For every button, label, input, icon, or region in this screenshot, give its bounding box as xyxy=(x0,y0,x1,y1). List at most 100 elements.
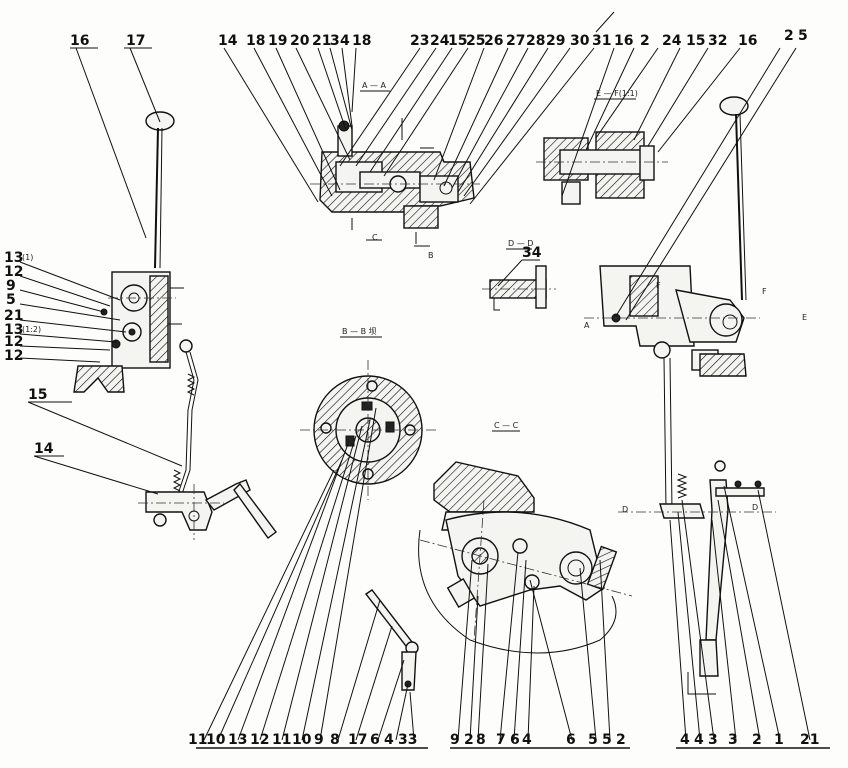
callout: 4 xyxy=(340,33,350,49)
callout: 13 xyxy=(228,732,247,748)
section-e-f xyxy=(536,131,668,205)
callout: 14 xyxy=(218,33,238,49)
left-spring xyxy=(186,373,196,396)
callout: 25 xyxy=(466,33,485,49)
callout: 26 xyxy=(484,33,503,49)
callouts-left: 16 17 13 (1) 12 9 5 21 13 (1:2) 12 12 15… xyxy=(4,33,145,457)
callout: 21 xyxy=(800,732,819,748)
callout: 9 xyxy=(314,732,324,748)
callout: 5 xyxy=(588,732,598,748)
callout: 2 xyxy=(464,732,474,748)
callout: 3 xyxy=(330,33,340,49)
view-letters: C B A F F E D D xyxy=(372,233,807,514)
callout: 8 xyxy=(330,732,340,748)
callout: 7 xyxy=(496,732,506,748)
callout: 12 xyxy=(4,348,23,364)
callout: 20 xyxy=(290,33,310,49)
callout: 16 xyxy=(738,33,757,49)
callout: 32 xyxy=(708,33,727,49)
cc-housing xyxy=(433,461,535,513)
callout: 30 xyxy=(570,33,590,49)
callout: 10 xyxy=(292,732,312,748)
section-title-c-c: C — C xyxy=(494,421,519,430)
callout: 5 xyxy=(798,28,808,44)
callout: 2 xyxy=(752,732,762,748)
callout: 31 xyxy=(592,33,611,49)
section-a-a xyxy=(310,118,480,247)
right-spring-housing xyxy=(699,353,747,377)
callouts-top: 14 18 19 20 21 3 4 18 23 24 15 25 26 27 … xyxy=(218,28,808,261)
callout: 12 xyxy=(250,732,269,748)
callout: 15 xyxy=(448,33,467,49)
callout-sub: (1) xyxy=(22,253,33,262)
callout: 6 xyxy=(510,732,520,748)
callout: 13 xyxy=(4,322,23,338)
callout: 4 xyxy=(384,732,394,748)
small-lever xyxy=(364,589,419,691)
callout: 14 xyxy=(34,441,54,457)
callout: 33 xyxy=(398,732,417,748)
left-lever-shaft xyxy=(154,127,159,269)
callout: 24 xyxy=(662,33,682,49)
callout: 19 xyxy=(268,33,287,49)
callout: 12 xyxy=(4,264,23,280)
callout: 2 xyxy=(784,28,794,44)
section-titles: A — A B — B 坝 C — C D — D E — F(1:1) xyxy=(340,81,638,432)
callout: 6 xyxy=(566,732,576,748)
callout: 2 xyxy=(640,33,650,49)
callout: 29 xyxy=(546,33,565,49)
callout: 27 xyxy=(506,33,525,49)
callout: 4 xyxy=(694,732,704,748)
callout: 9 xyxy=(450,732,460,748)
callout: 4 xyxy=(680,732,690,748)
callout: 16 xyxy=(70,33,89,49)
small-lever-arm xyxy=(364,589,414,647)
callouts-bottom: 11 10 13 12 11 10 9 8 17 6 4 33 9 2 8 7 … xyxy=(188,732,819,748)
callout: 21 xyxy=(312,33,331,49)
callout: 3 xyxy=(708,732,718,748)
section-title-b-b: B — B 坝 xyxy=(342,327,377,336)
callout: 2 xyxy=(616,732,626,748)
view-letter-f2: F xyxy=(762,287,767,296)
callout: 15 xyxy=(28,387,47,403)
callout: 11 xyxy=(272,732,291,748)
callout: 21 xyxy=(4,308,23,324)
callout: 16 xyxy=(614,33,633,49)
view-letter-d: D xyxy=(622,505,628,514)
callout: 10 xyxy=(206,732,226,748)
callout: 8 xyxy=(476,732,486,748)
callout: 1 xyxy=(774,732,784,748)
right-spring xyxy=(676,473,688,499)
callout: 17 xyxy=(126,33,145,49)
callout: 15 xyxy=(686,33,705,49)
callout: 23 xyxy=(410,33,429,49)
callout-sub: (1:2) xyxy=(22,325,41,334)
callout: 18 xyxy=(352,33,371,49)
view-letter-d2: D xyxy=(752,503,758,512)
left-lever-assembly xyxy=(73,111,277,540)
left-foot-bracket xyxy=(73,365,125,393)
view-letter-a: A xyxy=(584,321,590,330)
leader-lines xyxy=(19,11,830,749)
view-letter-e: E xyxy=(802,313,807,322)
view-letter-f: F xyxy=(656,281,661,290)
view-letter-c: C xyxy=(372,233,378,242)
view-letter-b: B xyxy=(428,251,434,260)
right-lever-assembly xyxy=(584,96,776,695)
callout: 9 xyxy=(6,278,16,294)
callout: 4 xyxy=(522,732,532,748)
callout: 11 xyxy=(188,732,207,748)
callout: 5 xyxy=(602,732,612,748)
section-c-c xyxy=(418,461,633,654)
callout: 6 xyxy=(370,732,380,748)
section-title-a-a: A — A xyxy=(362,81,387,90)
right-lever-knob xyxy=(719,96,749,116)
callout: 3 xyxy=(728,732,738,748)
section-d-d xyxy=(482,265,556,311)
callout: 24 xyxy=(430,33,450,49)
callout: 5 xyxy=(6,292,16,308)
callout: 17 xyxy=(348,732,367,748)
callout: 34 xyxy=(522,245,542,261)
